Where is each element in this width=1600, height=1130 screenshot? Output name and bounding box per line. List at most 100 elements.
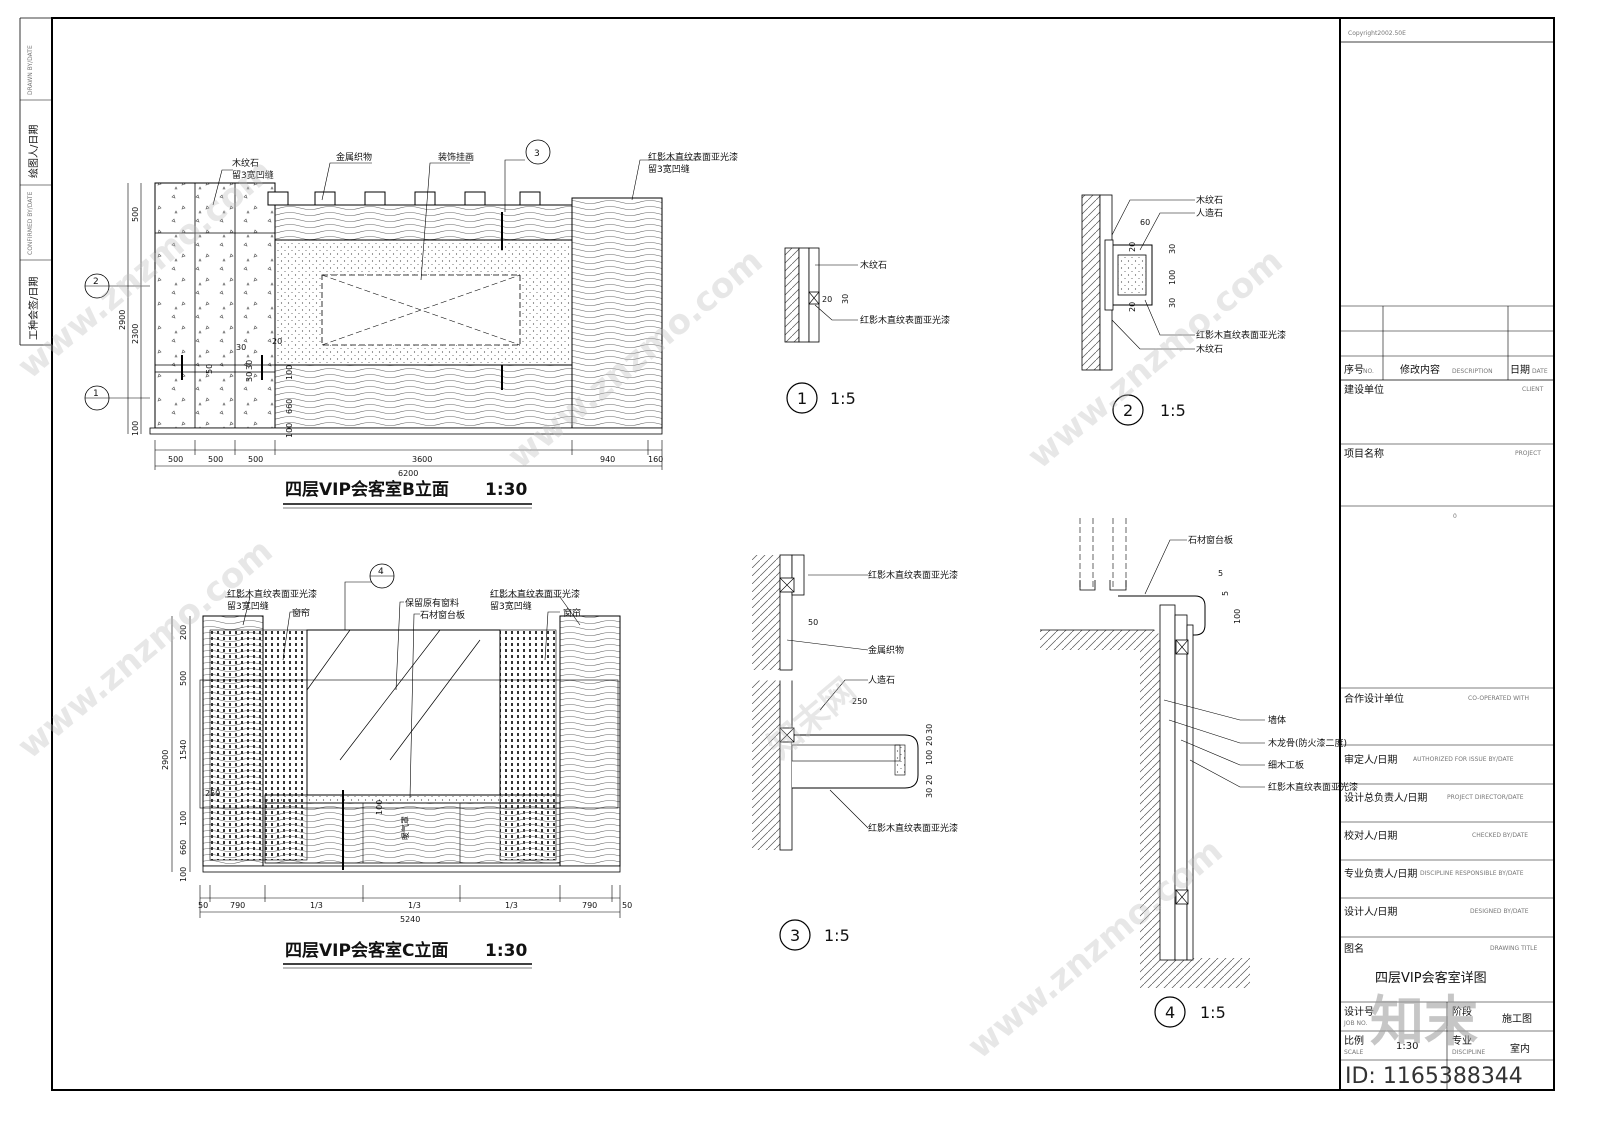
svg-text:660: 660	[285, 399, 294, 414]
elev-b-label-metal: 金属织物	[336, 151, 372, 163]
svg-text:20: 20	[925, 736, 934, 746]
elev-b-scale: 1:30	[485, 480, 527, 500]
elev-b-wood-right	[571, 197, 663, 429]
elev-c-label-wood-r: 红影木直纹表面亚光漆	[490, 588, 580, 600]
svg-text:CONFIRMED BY/DATE: CONFIRMED BY/DATE	[27, 191, 34, 255]
d3-scale: 1:5	[824, 926, 850, 945]
rev-content-label: 修改内容	[1400, 363, 1440, 376]
svg-text:CHECKED BY/DATE: CHECKED BY/DATE	[1472, 832, 1528, 839]
elev-c-label-cabinet: 暖气罩	[400, 816, 410, 840]
stage-value: 施工图	[1502, 1012, 1532, 1025]
svg-text:30: 30	[236, 343, 246, 352]
svg-text:www.znzmo.com: www.znzmo.com	[1020, 241, 1290, 477]
svg-text:20: 20	[1128, 242, 1137, 252]
svg-text:50: 50	[808, 618, 818, 627]
d4-scale: 1:5	[1200, 1003, 1226, 1022]
svg-text:100: 100	[285, 423, 294, 438]
svg-text:100: 100	[925, 750, 934, 765]
discipline-resp-label: 专业负责人/日期	[1344, 867, 1417, 880]
detail-4: 石材窗台板 墙体 木龙骨(防火漆二度) 细木工板 红影木直纹表面亚光漆 5 5 …	[1040, 518, 1358, 1028]
svg-text:100: 100	[131, 421, 140, 436]
svg-text:250: 250	[852, 697, 867, 706]
left-strip-text: DRAWN BY/DATE 绘图人/日期 CONFIRMED BY/DATE 工…	[27, 45, 40, 340]
director-label: 设计总负责人/日期	[1344, 791, 1427, 804]
elev-c-label-sill: 石材窗台板	[420, 609, 465, 621]
job-no-label: 设计号	[1344, 1005, 1374, 1018]
svg-text:30: 30	[245, 360, 254, 370]
svg-text:CO-OPERATED WITH: CO-OPERATED WITH	[1468, 695, 1529, 702]
detail-1: 木纹石 红影木直纹表面亚光漆 20 30 1 1:5	[784, 247, 950, 414]
svg-text:500: 500	[131, 207, 140, 222]
sheet-border	[51, 17, 1555, 1091]
cooperated-label: 合作设计单位	[1344, 692, 1404, 705]
svg-text:160: 160	[648, 455, 663, 464]
svg-text:3600: 3600	[412, 455, 432, 464]
elev-b-label-stone: 木纹石	[232, 157, 259, 169]
drawing-title-label: 图名	[1344, 942, 1364, 955]
elev-c-scale: 1:30	[485, 941, 527, 961]
d2-label-stone: 木纹石	[1196, 194, 1223, 206]
svg-text:60: 60	[1140, 218, 1150, 227]
svg-text:30: 30	[1168, 244, 1177, 254]
svg-text:SCALE: SCALE	[1344, 1049, 1363, 1056]
svg-text:20: 20	[1128, 302, 1137, 312]
client-label: 建设单位	[1344, 383, 1384, 396]
svg-text:DATE: DATE	[1532, 368, 1548, 375]
watermark-brand: 知末	[1370, 990, 1478, 1053]
elev-b-wood-bottom	[274, 364, 573, 429]
svg-text:1/3: 1/3	[505, 901, 518, 910]
svg-text:50: 50	[205, 364, 214, 374]
elev-c-label-wood-l: 红影木直纹表面亚光漆	[227, 588, 317, 600]
checked-label: 校对人/日期	[1344, 829, 1397, 842]
svg-text:790: 790	[230, 901, 245, 910]
svg-text:绘图人/日期: 绘图人/日期	[27, 125, 40, 178]
svg-text:50: 50	[622, 901, 632, 910]
d4-label-wood: 红影木直纹表面亚光漆	[1268, 781, 1358, 793]
svg-text:200: 200	[179, 625, 188, 640]
svg-text:留3宽凹缝: 留3宽凹缝	[490, 600, 532, 612]
svg-text:100: 100	[375, 800, 384, 815]
id-text: ID: 1165388344	[1345, 1064, 1523, 1089]
svg-text:500: 500	[179, 671, 188, 686]
copyright-text: Copyright2002.50E	[1348, 30, 1406, 37]
svg-text:DESIGNED BY/DATE: DESIGNED BY/DATE	[1470, 908, 1529, 915]
detail-3: 红影木直纹表面亚光漆 金属织物 人造石 红影木直纹表面亚光漆 50 250 30…	[752, 554, 958, 951]
elevation-b: 木纹石 留3宽凹缝 金属织物 装饰挂画 红影木直纹表面亚光漆 留3宽凹缝 3 2…	[84, 139, 738, 509]
svg-text:6200: 6200	[398, 469, 418, 478]
scale-value: 1:30	[1396, 1041, 1418, 1052]
svg-text:50: 50	[198, 901, 208, 910]
rev-no-label: 序号	[1344, 363, 1364, 376]
elev-b-stone-panel	[154, 182, 276, 429]
svg-text:DRAWN BY/DATE: DRAWN BY/DATE	[27, 45, 34, 95]
svg-text:30: 30	[245, 372, 254, 382]
svg-text:留3宽凹缝: 留3宽凹缝	[227, 600, 269, 612]
stage-label: 阶段	[1452, 1005, 1472, 1018]
svg-text:100: 100	[179, 867, 188, 882]
svg-text:PROJECT: PROJECT	[1515, 450, 1541, 457]
svg-text:DISCIPLINE RESPONSIBLE BY/DATE: DISCIPLINE RESPONSIBLE BY/DATE	[1420, 870, 1524, 877]
svg-text:100: 100	[285, 365, 294, 380]
elev-b-label-wood: 红影木直纹表面亚光漆	[648, 151, 738, 163]
svg-text:20: 20	[272, 337, 282, 346]
svg-text:NO.: NO.	[1363, 368, 1374, 375]
svg-text:留3宽凹缝: 留3宽凹缝	[648, 163, 690, 175]
d3-label-wood-top: 红影木直纹表面亚光漆	[868, 569, 958, 581]
elev-c-wood-right	[559, 615, 621, 867]
svg-text:100: 100	[1233, 609, 1242, 624]
svg-text:留3宽凹缝: 留3宽凹缝	[232, 169, 274, 181]
svg-text:100: 100	[179, 811, 188, 826]
discipline-label: 专业	[1452, 1034, 1472, 1047]
svg-text:790: 790	[582, 901, 597, 910]
elev-c-label-curtain-l: 窗帘	[292, 607, 310, 619]
svg-text:DRAWING TITLE: DRAWING TITLE	[1490, 945, 1538, 952]
elev-b-callout-3: 3	[534, 149, 540, 159]
d1-label-wood: 红影木直纹表面亚光漆	[860, 314, 950, 326]
d3-num: 3	[790, 926, 800, 945]
d4-label-board: 细木工板	[1268, 759, 1304, 771]
d3-label-metal: 金属织物	[868, 644, 904, 656]
svg-text:100: 100	[1168, 270, 1177, 285]
svg-text:30: 30	[1168, 298, 1177, 308]
svg-text:250: 250	[205, 789, 220, 798]
d4-num: 4	[1165, 1003, 1175, 1022]
svg-text:JOB NO.: JOB NO.	[1343, 1020, 1367, 1027]
